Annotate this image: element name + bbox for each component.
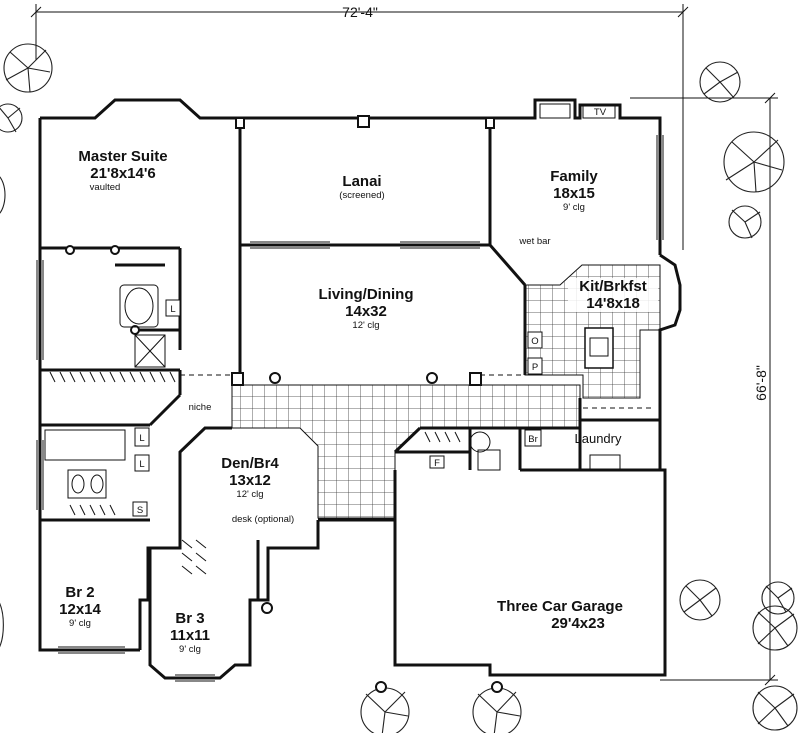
room-name: Master Suite (78, 148, 167, 165)
room-size: 29'4x23 (551, 615, 605, 632)
tv-niche (582, 103, 616, 119)
room-br3: Br 3 11x11 9' clg (170, 610, 210, 655)
room-note: 9' clg (563, 202, 585, 213)
room-note: 9' clg (69, 618, 91, 629)
room-size: 14x32 (345, 303, 387, 320)
room-name: Three Car Garage (497, 598, 623, 615)
room-lanai: Lanai (screened) (339, 173, 384, 201)
broom-closet-label: Br (528, 434, 538, 445)
room-size: 11x11 (170, 627, 210, 644)
wet-bar-label: wet bar (518, 236, 550, 247)
room-note: 12' clg (236, 489, 263, 500)
room-master-suite: Master Suite 21'8x14'6 vaulted (78, 148, 167, 193)
room-name: Den/Br4 (221, 455, 279, 472)
depth-dimension-label: 66'-8" (753, 365, 769, 401)
linen-closet-label-1: L (170, 304, 175, 315)
room-size: 13x12 (229, 472, 271, 489)
room-size: 18x15 (553, 185, 595, 202)
niche-label: niche (189, 402, 212, 413)
linen-closet-label-2: L (139, 433, 144, 444)
room-family: Family 18x15 9' clg (550, 168, 598, 213)
room-den: Den/Br4 13x12 12' clg desk (optional) (214, 455, 312, 525)
room-note: (screened) (339, 190, 384, 201)
oven-label: O (531, 336, 538, 347)
fireplace (539, 103, 571, 119)
kitchen-island (584, 327, 614, 369)
room-kitchen-breakfast: Kit/Brkfst 14'8x18 (568, 278, 658, 312)
pantry-label: P (532, 362, 538, 373)
room-name: Br 3 (175, 610, 204, 627)
furnace-label: F (434, 458, 440, 469)
room-name: Br 2 (65, 584, 94, 601)
width-dimension-label: 72'-4" (342, 4, 378, 20)
room-living-dining: Living/Dining 14x32 12' clg (319, 286, 414, 331)
room-name: Family (550, 168, 598, 185)
room-br2: Br 2 12x14 9' clg (59, 584, 101, 629)
room-size: 12x14 (59, 601, 101, 618)
desk-note: desk (optional) (232, 514, 294, 525)
depth-dimension-line (630, 92, 778, 686)
tv-label: TV (594, 107, 607, 118)
room-size: 14'8x18 (586, 295, 640, 312)
room-note: 12' clg (352, 320, 379, 331)
width-dimension-line (30, 4, 689, 250)
linen-closet-label-3: L (139, 459, 144, 470)
fixture-tags (132, 299, 543, 517)
columns (65, 115, 503, 693)
room-name: Lanai (342, 173, 381, 190)
room-garage: Three Car Garage 29'4x23 (497, 598, 623, 632)
room-laundry: Laundry (575, 431, 622, 446)
landscape-trees (0, 43, 798, 733)
closet-rods (49, 371, 461, 575)
room-name: Kit/Brkfst (579, 278, 647, 295)
room-name: Laundry (575, 431, 622, 446)
room-name: Living/Dining (319, 286, 414, 303)
openings (180, 374, 655, 409)
shelf-label: S (137, 505, 143, 516)
room-size: 21'8x14'6 (90, 165, 156, 182)
room-note: vaulted (90, 182, 121, 193)
room-note: 9' clg (179, 644, 201, 655)
windows (36, 135, 664, 682)
